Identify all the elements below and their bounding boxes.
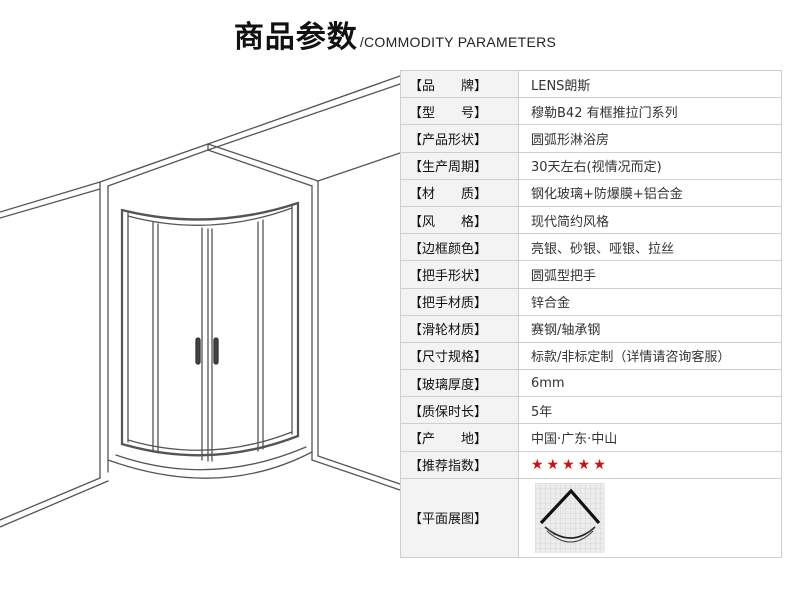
table-row: 【品 牌】LENS朗斯 — [400, 69, 782, 99]
param-value: 30天左右(视情况而定) — [518, 151, 782, 180]
rating-stars: ★★★★★ — [531, 456, 609, 473]
table-row: 【把手形状】圆弧型把手 — [400, 260, 782, 289]
param-label: 【玻璃厚度】 — [400, 369, 519, 398]
table-row: 【型 号】穆勒B42 有框推拉门系列 — [400, 97, 782, 126]
param-value: 圆弧形淋浴房 — [518, 124, 782, 153]
param-label: 【推荐指数】 — [400, 450, 519, 479]
param-value: 亮银、砂银、哑银、拉丝 — [518, 233, 782, 262]
param-label: 【品 牌】 — [400, 69, 519, 99]
param-label: 【边框颜色】 — [400, 233, 519, 262]
table-row: 【边框颜色】亮银、砂银、哑银、拉丝 — [400, 233, 782, 262]
table-row: 【产 地】中国·广东·中山 — [400, 423, 782, 452]
param-value: 钢化玻璃+防爆膜+铝合金 — [518, 178, 782, 207]
param-label: 【产品形状】 — [400, 124, 519, 153]
table-row-plan: 【平面展图】 — [400, 477, 782, 558]
param-label: 【平面展图】 — [400, 477, 519, 558]
param-value: 现代简约风格 — [518, 205, 782, 235]
page-title: 商品参数/COMMODITY PARAMETERS — [0, 12, 790, 56]
param-label: 【质保时长】 — [400, 396, 519, 425]
param-label: 【型 号】 — [400, 97, 519, 126]
table-row: 【把手材质】锌合金 — [400, 287, 782, 316]
param-value: 中国·广东·中山 — [518, 423, 782, 452]
table-row: 【生产周期】30天左右(视情况而定) — [400, 151, 782, 180]
param-value: 锌合金 — [518, 287, 782, 316]
param-value: 6mm — [518, 369, 782, 398]
param-value: LENS朗斯 — [518, 69, 782, 99]
param-value: 标款/非标定制（详情请咨询客服） — [518, 341, 782, 371]
param-label: 【生产周期】 — [400, 151, 519, 180]
table-row: 【材 质】钢化玻璃+防爆膜+铝合金 — [400, 178, 782, 207]
param-label: 【把手形状】 — [400, 260, 519, 289]
title-english: /COMMODITY PARAMETERS — [359, 34, 557, 50]
table-row: 【玻璃厚度】6mm — [400, 369, 782, 398]
param-value: 5年 — [518, 396, 782, 425]
table-row: 【尺寸规格】标款/非标定制（详情请咨询客服） — [400, 341, 782, 371]
param-label: 【尺寸规格】 — [400, 341, 519, 371]
param-label: 【把手材质】 — [400, 287, 519, 316]
param-label: 【产 地】 — [400, 423, 519, 452]
table-row: 【风 格】现代简约风格 — [400, 205, 782, 235]
table-row: 【滑轮材质】赛钢/轴承钢 — [400, 314, 782, 343]
param-label: 【材 质】 — [400, 178, 519, 207]
param-label: 【风 格】 — [400, 205, 519, 235]
table-row: 【质保时长】5年 — [400, 396, 782, 425]
param-value: 穆勒B42 有框推拉门系列 — [518, 97, 782, 126]
table-row: 【产品形状】圆弧形淋浴房 — [400, 124, 782, 153]
title-chinese: 商品参数 — [233, 20, 358, 55]
param-value: 圆弧型把手 — [518, 260, 782, 289]
param-value: 赛钢/轴承钢 — [518, 314, 782, 343]
parameters-table: 【品 牌】LENS朗斯 【型 号】穆勒B42 有框推拉门系列 【产品形状】圆弧形… — [400, 69, 782, 558]
param-label: 【滑轮材质】 — [400, 314, 519, 343]
floor-plan-diagram — [535, 482, 605, 553]
table-row: 【推荐指数】 ★★★★★ — [400, 450, 782, 479]
